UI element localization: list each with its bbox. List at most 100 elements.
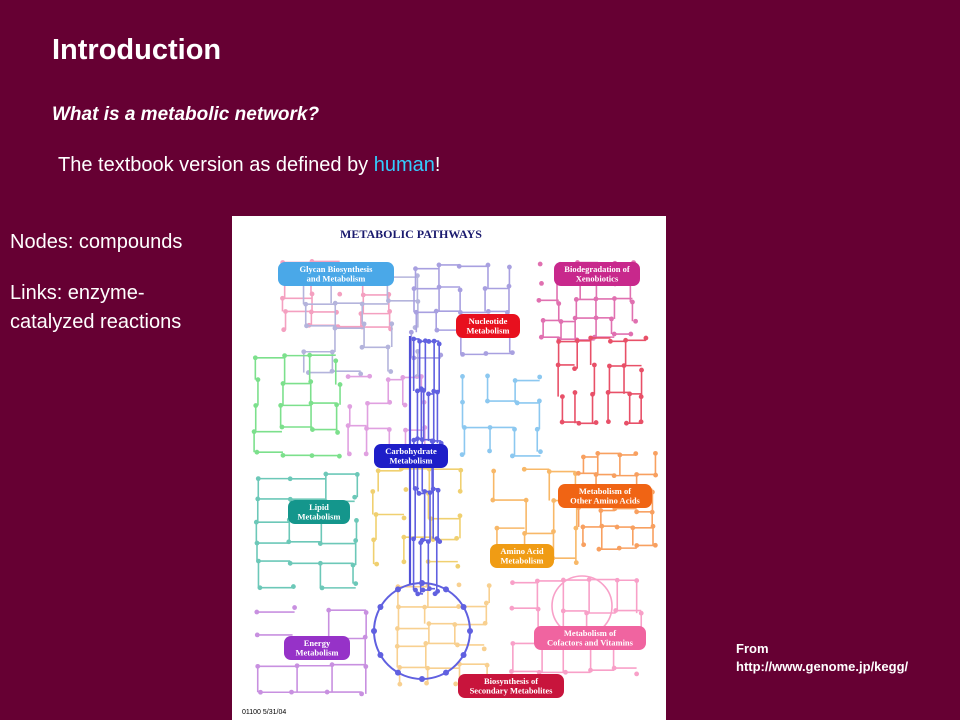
compound-node xyxy=(286,539,292,545)
compound-node xyxy=(460,399,465,405)
compound-node xyxy=(354,472,360,477)
compound-node xyxy=(371,537,377,543)
compound-node xyxy=(459,452,465,458)
compound-node xyxy=(304,323,309,329)
pathway-label-text: Nucleotide xyxy=(469,316,508,326)
compound-node xyxy=(613,608,619,613)
compound-node xyxy=(485,309,491,314)
compound-node xyxy=(484,662,490,668)
compound-node xyxy=(347,404,353,409)
compound-node xyxy=(652,542,658,548)
compound-node xyxy=(504,310,510,315)
slide-subtitle: What is a metabolic network? xyxy=(52,104,320,125)
compound-node xyxy=(455,563,461,569)
compound-node xyxy=(287,476,293,482)
compound-node xyxy=(509,605,515,611)
compound-node xyxy=(251,429,257,435)
compound-node xyxy=(634,509,640,515)
compound-node xyxy=(591,362,597,368)
compound-node xyxy=(329,662,335,668)
compound-node xyxy=(581,454,586,460)
compound-node xyxy=(581,542,587,548)
compound-node xyxy=(345,423,351,429)
compound-node xyxy=(634,543,640,548)
compound-node xyxy=(593,472,599,477)
compound-node xyxy=(253,519,259,525)
compound-node xyxy=(607,363,612,369)
compound-node xyxy=(294,663,300,669)
compound-node xyxy=(485,262,491,268)
compound-node xyxy=(560,394,565,399)
compound-node xyxy=(416,491,422,496)
compound-node xyxy=(415,388,420,394)
compound-node xyxy=(353,538,359,543)
compound-node xyxy=(551,498,557,503)
compound-node xyxy=(412,486,418,491)
definition-list: Nodes: compounds Links: enzyme- catalyze… xyxy=(10,228,228,337)
compound-node xyxy=(457,287,463,293)
compound-node xyxy=(576,470,581,476)
compound-node xyxy=(586,577,592,582)
compound-node xyxy=(394,643,400,649)
map-stamp: 01100 5/31/04 xyxy=(242,709,286,716)
compound-node xyxy=(483,351,489,356)
compound-node xyxy=(397,665,403,670)
pathway-label-text: Secondary Metabolites xyxy=(470,686,554,696)
compound-node xyxy=(257,585,263,591)
compound-node xyxy=(359,344,365,350)
compound-node xyxy=(588,667,593,673)
compound-node xyxy=(425,665,431,671)
compound-node xyxy=(401,534,407,540)
compound-node xyxy=(287,560,293,566)
compound-node xyxy=(430,486,436,492)
compound-node xyxy=(362,634,368,640)
compound-node xyxy=(454,535,460,541)
compound-node xyxy=(491,468,497,474)
compound-node xyxy=(254,449,260,455)
compound-node xyxy=(616,545,622,551)
pathway-label-text: Metabolism xyxy=(296,648,339,658)
pathway-label-box xyxy=(534,626,646,650)
compound-node xyxy=(458,467,464,473)
compound-node xyxy=(422,489,428,494)
compound-node xyxy=(510,580,515,586)
compound-node xyxy=(413,587,418,593)
compound-node xyxy=(512,378,518,383)
compound-node xyxy=(437,539,443,544)
compound-node xyxy=(555,362,561,368)
compound-node xyxy=(653,450,658,456)
compound-node xyxy=(599,523,605,529)
compound-node xyxy=(485,398,490,404)
compound-node xyxy=(482,286,488,291)
compound-node xyxy=(359,691,364,697)
compound-node xyxy=(281,327,287,333)
compound-node xyxy=(521,466,527,472)
compound-node xyxy=(317,560,323,566)
compound-node xyxy=(611,331,617,337)
pathway-label-text: Metabolism xyxy=(298,512,341,522)
compound-node xyxy=(365,400,370,406)
compound-node xyxy=(287,496,293,502)
source-url[interactable]: http://www.genome.jp/kegg/ xyxy=(736,659,909,674)
compound-node xyxy=(419,437,425,443)
compound-node xyxy=(403,487,409,492)
compound-node xyxy=(402,402,408,408)
compound-node xyxy=(433,308,439,314)
compound-node xyxy=(346,451,352,457)
compound-node xyxy=(535,606,541,612)
source-citation: From http://www.genome.jp/kegg/ xyxy=(736,640,908,676)
compound-node xyxy=(507,264,512,270)
pathway-label-box xyxy=(458,674,564,698)
compound-node xyxy=(423,640,429,646)
compound-node xyxy=(310,427,315,432)
compound-node xyxy=(623,337,629,343)
links-definition: Links: enzyme- xyxy=(10,282,145,304)
compound-node xyxy=(509,669,514,674)
pathway-label-text: Other Amino Acids xyxy=(570,496,640,506)
compound-node xyxy=(377,652,384,658)
compound-node xyxy=(649,509,655,515)
compound-node xyxy=(403,427,408,433)
